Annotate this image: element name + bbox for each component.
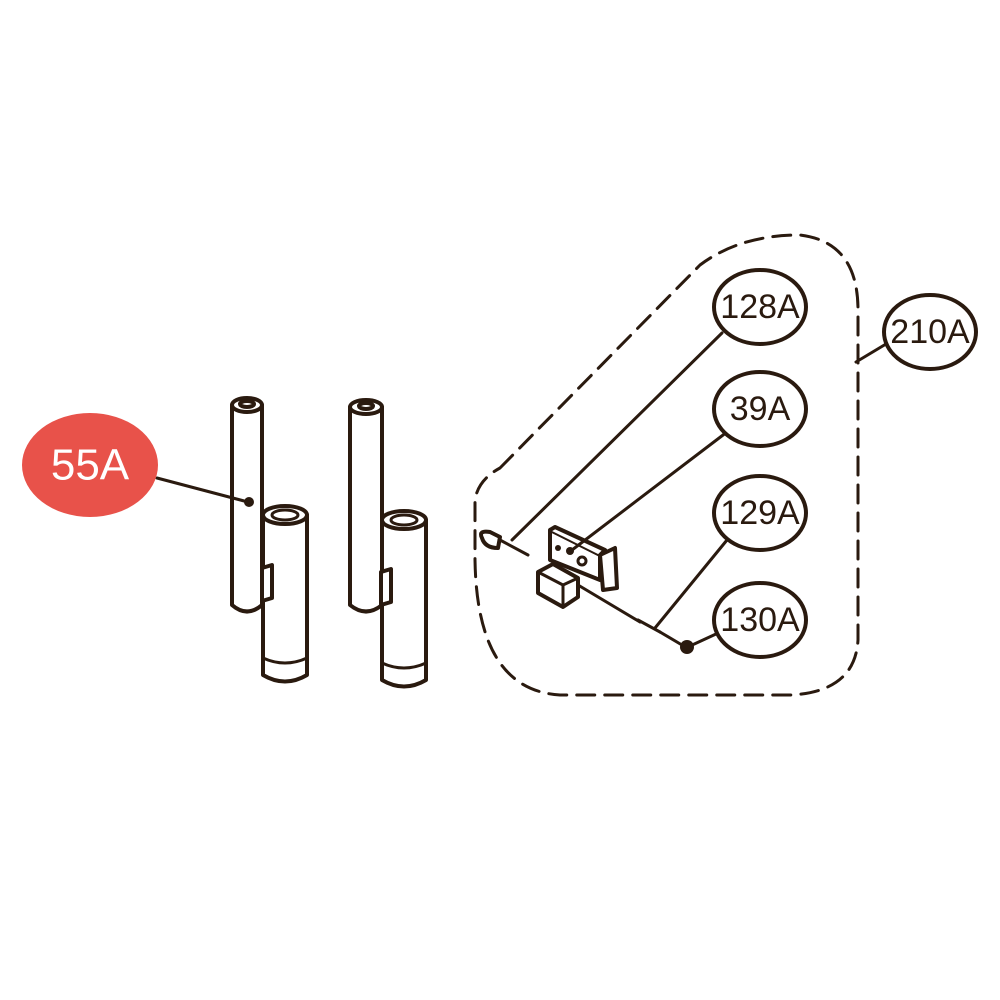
callout-label: 129A (720, 494, 800, 532)
callout-128A[interactable]: 128A (712, 268, 808, 346)
pin-left[interactable] (230, 396, 264, 614)
sleeve-left[interactable] (260, 504, 309, 684)
leader-lines (155, 331, 888, 648)
pin-right[interactable] (348, 398, 384, 614)
callout-39A[interactable]: 39A (712, 370, 808, 448)
callout-55A[interactable]: 55A (22, 413, 158, 517)
callout-210A[interactable]: 210A (882, 293, 978, 371)
assembly-group-boundary (473, 233, 860, 697)
callout-130A[interactable]: 130A (712, 581, 808, 659)
callout-label: 128A (720, 288, 800, 326)
latch-bracket-39A[interactable] (536, 525, 619, 609)
callout-label: 210A (890, 313, 970, 351)
callout-label: 55A (51, 441, 130, 490)
callout-129A[interactable]: 129A (712, 474, 808, 552)
sleeve-right[interactable] (379, 509, 428, 689)
callout-label: 39A (730, 390, 791, 428)
callout-label: 130A (720, 601, 800, 639)
latch-pin-128A[interactable] (479, 529, 530, 557)
spring-129A[interactable] (636, 618, 662, 634)
nut-130A[interactable] (680, 640, 694, 654)
